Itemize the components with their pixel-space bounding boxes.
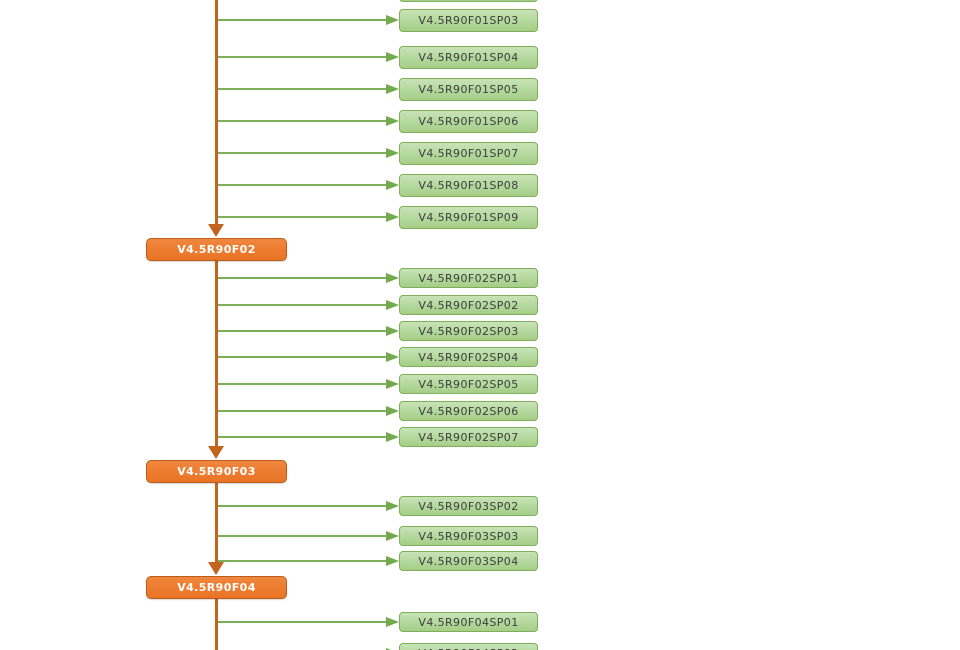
connector-line (218, 19, 386, 21)
connector-line (218, 560, 386, 562)
connector-line (218, 120, 386, 122)
sp-node-partial (399, 0, 538, 2)
release-node: V4.5R90F02 (146, 238, 287, 261)
sp-node-label: V4.5R90F02SP01 (418, 271, 519, 285)
sp-node: V4.5R90F03SP03 (399, 526, 538, 546)
right-arrow-icon (386, 556, 399, 566)
down-arrow-icon (208, 224, 224, 237)
connector-line (218, 152, 386, 154)
sp-node-label: V4.5R90F01SP08 (418, 179, 519, 192)
sp-node: V4.5R90F01SP04 (399, 46, 538, 69)
right-arrow-icon (386, 212, 399, 222)
connector-line (218, 216, 386, 218)
sp-node: V4.5R90F01SP09 (399, 206, 538, 229)
connector-line (218, 88, 386, 90)
right-arrow-icon (386, 352, 399, 362)
release-node-label: V4.5R90F02 (177, 243, 256, 256)
sp-node: V4.5R90F01SP05 (399, 78, 538, 101)
right-arrow-icon (386, 379, 399, 389)
sp-node-label: V4.5R90F02SP05 (418, 377, 519, 391)
release-node-label: V4.5R90F03 (177, 465, 256, 478)
right-arrow-icon (386, 648, 399, 650)
sp-node-label: V4.5R90F03SP03 (418, 529, 519, 543)
connector-line (218, 277, 386, 279)
right-arrow-icon (386, 148, 399, 158)
sp-node-label: V4.5R90F03SP04 (418, 554, 519, 568)
connector-line (218, 410, 386, 412)
sp-node-label: V4.5R90F01SP06 (418, 115, 519, 128)
sp-node-label: V4.5R90F01SP03 (418, 14, 519, 27)
sp-node: V4.5R90F03SP02 (399, 496, 538, 516)
down-arrow-icon (208, 446, 224, 459)
sp-node-label: V4.5R90F01SP05 (418, 83, 519, 96)
sp-node-label: V4.5R90F04SP01 (418, 615, 519, 629)
trunk-line (215, 261, 218, 448)
sp-node-label: V4.5R90F02SP07 (418, 430, 519, 444)
right-arrow-icon (386, 501, 399, 511)
sp-node: V4.5R90F04SP01 (399, 612, 538, 632)
release-node: V4.5R90F04 (146, 576, 287, 599)
sp-node: V4.5R90F04SP02 (399, 643, 538, 650)
connector-line (218, 184, 386, 186)
right-arrow-icon (386, 432, 399, 442)
connector-line (218, 356, 386, 358)
release-node: V4.5R90F03 (146, 460, 287, 483)
sp-node-label: V4.5R90F01SP04 (418, 51, 519, 64)
sp-node: V4.5R90F02SP07 (399, 427, 538, 447)
right-arrow-icon (386, 273, 399, 283)
right-arrow-icon (386, 531, 399, 541)
sp-node: V4.5R90F01SP03 (399, 9, 538, 32)
sp-node: V4.5R90F01SP06 (399, 110, 538, 133)
sp-node: V4.5R90F02SP04 (399, 347, 538, 367)
connector-line (218, 535, 386, 537)
right-arrow-icon (386, 52, 399, 62)
sp-node-label: V4.5R90F04SP02 (418, 647, 518, 650)
sp-node: V4.5R90F02SP05 (399, 374, 538, 394)
sp-node-label: V4.5R90F02SP04 (418, 350, 519, 364)
connector-line (218, 436, 386, 438)
sp-node: V4.5R90F01SP07 (399, 142, 538, 165)
connector-line (218, 304, 386, 306)
right-arrow-icon (386, 116, 399, 126)
sp-node: V4.5R90F03SP04 (399, 551, 538, 571)
right-arrow-icon (386, 84, 399, 94)
right-arrow-icon (386, 406, 399, 416)
right-arrow-icon (386, 180, 399, 190)
connector-line (218, 56, 386, 58)
right-arrow-icon (386, 326, 399, 336)
connector-line (218, 330, 386, 332)
connector-line (218, 621, 386, 623)
release-node-label: V4.5R90F04 (177, 581, 256, 594)
sp-node-label: V4.5R90F02SP03 (418, 324, 519, 338)
sp-node-label: V4.5R90F02SP02 (418, 298, 519, 312)
sp-node: V4.5R90F02SP02 (399, 295, 538, 315)
sp-node-label: V4.5R90F02SP06 (418, 404, 519, 418)
right-arrow-icon (386, 15, 399, 25)
down-arrow-icon (208, 562, 224, 575)
connector-line (218, 505, 386, 507)
sp-node-label: V4.5R90F03SP02 (418, 499, 519, 513)
connector-line (218, 383, 386, 385)
sp-node-label: V4.5R90F01SP07 (418, 147, 519, 160)
trunk-line (215, 483, 218, 564)
sp-node: V4.5R90F02SP01 (399, 268, 538, 288)
sp-node-label: V4.5R90F01SP09 (418, 211, 519, 224)
sp-node: V4.5R90F01SP08 (399, 174, 538, 197)
right-arrow-icon (386, 617, 399, 627)
right-arrow-icon (386, 300, 399, 310)
sp-node: V4.5R90F02SP06 (399, 401, 538, 421)
trunk-line (215, 0, 218, 226)
trunk-line (215, 599, 218, 650)
sp-node: V4.5R90F02SP03 (399, 321, 538, 341)
